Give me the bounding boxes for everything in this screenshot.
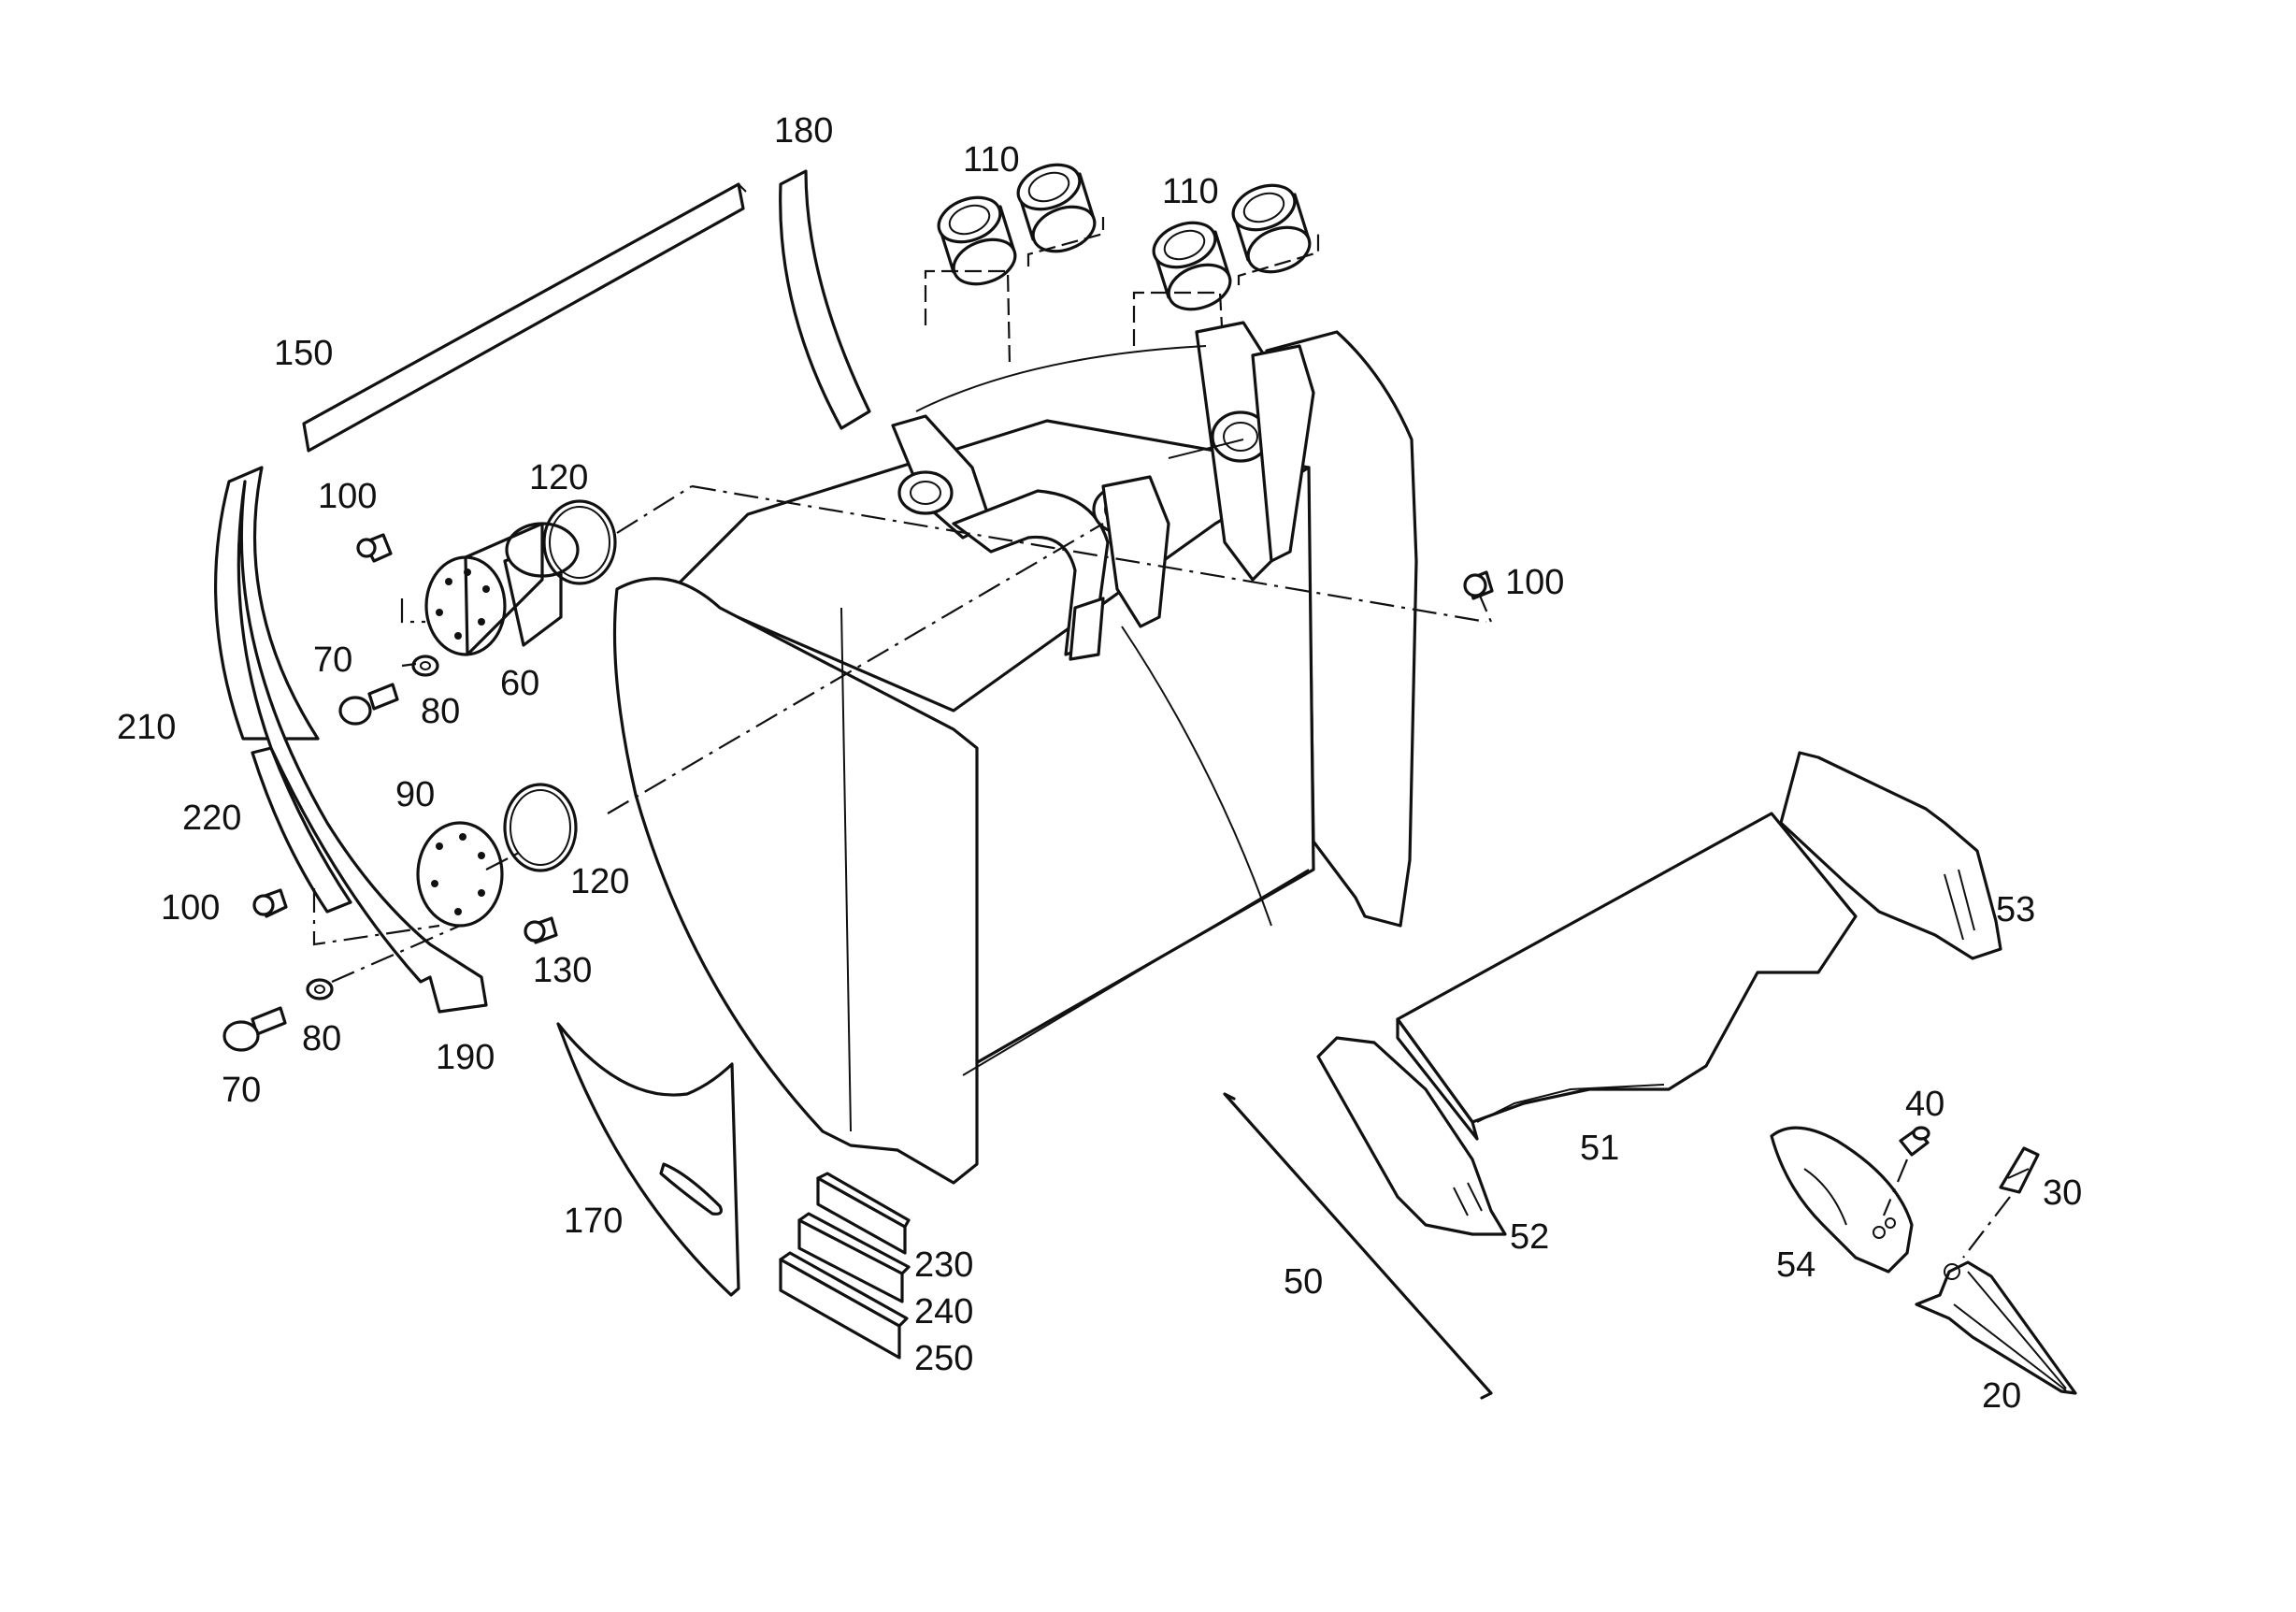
grease-nipple-100-lower xyxy=(252,888,288,918)
o-ring-120-lower xyxy=(503,783,578,872)
retainer-30 xyxy=(1962,1146,2040,1259)
washer-80-lower xyxy=(306,978,334,1000)
side-tooth-53 xyxy=(1779,751,2002,960)
callout-100-upper: 100 xyxy=(318,477,377,516)
bolt-70-upper xyxy=(338,683,399,726)
gusset-plate-170 xyxy=(556,1022,740,1297)
shim-240 xyxy=(797,1212,911,1303)
callout-210: 210 xyxy=(117,708,176,747)
callout-190: 190 xyxy=(436,1038,495,1077)
callout-40: 40 xyxy=(1905,1085,1944,1124)
callout-220: 220 xyxy=(182,799,241,838)
callout-150: 150 xyxy=(274,334,333,373)
cover-plate-90 xyxy=(416,821,504,928)
callout-70-upper: 70 xyxy=(313,640,352,680)
callout-230: 230 xyxy=(914,1245,973,1285)
callout-120-upper: 120 xyxy=(529,458,588,497)
bushings-110-right xyxy=(1132,183,1320,412)
leader-lines xyxy=(312,484,1493,984)
callout-50: 50 xyxy=(1284,1262,1323,1302)
bushings-110-left xyxy=(924,163,1105,366)
pin-40 xyxy=(1882,1126,1930,1216)
callout-80-upper: 80 xyxy=(421,692,460,731)
side-cutter-190 xyxy=(237,480,488,1014)
tooth-tip-20 xyxy=(1915,1260,2077,1395)
grease-nipple-100-right xyxy=(1463,570,1494,600)
callout-20: 20 xyxy=(1982,1376,2021,1416)
callout-170: 170 xyxy=(564,1202,623,1241)
bolt-70-lower xyxy=(222,1006,287,1052)
wear-strip-150 xyxy=(302,182,747,453)
side-strip-180 xyxy=(779,169,871,430)
callout-53: 53 xyxy=(1996,890,2035,929)
callout-250: 250 xyxy=(914,1339,973,1378)
group-bracket-50 xyxy=(1223,1092,1493,1400)
pin-60 xyxy=(424,522,580,656)
callout-120-lower: 120 xyxy=(570,862,629,901)
callout-180: 180 xyxy=(774,111,833,151)
callout-30: 30 xyxy=(2043,1173,2082,1213)
callout-labels: 180 110 110 150 100 120 100 70 60 80 210… xyxy=(117,111,2082,1416)
bucket-body xyxy=(612,321,1418,1185)
shim-230 xyxy=(816,1172,911,1255)
callout-100-lower: 100 xyxy=(161,888,220,928)
grease-nipple-100-upper xyxy=(356,533,393,563)
side-cutter-220 xyxy=(251,746,352,914)
callout-52: 52 xyxy=(1510,1217,1549,1257)
callout-100-right: 100 xyxy=(1505,563,1564,602)
adapter-54 xyxy=(1770,1126,1914,1274)
cutting-edge-51 xyxy=(1396,812,1858,1141)
callout-90: 90 xyxy=(395,775,435,814)
side-tooth-52 xyxy=(1316,1036,1507,1236)
o-ring-120-upper xyxy=(542,499,617,585)
callout-70-lower: 70 xyxy=(222,1071,261,1110)
callout-80-lower: 80 xyxy=(302,1019,341,1058)
callout-110-left: 110 xyxy=(963,140,1020,180)
callout-54: 54 xyxy=(1776,1245,1815,1285)
callout-130: 130 xyxy=(533,951,592,990)
callout-60: 60 xyxy=(500,664,539,703)
callout-110-right: 110 xyxy=(1162,172,1219,211)
shim-250 xyxy=(779,1251,909,1360)
washer-80-upper xyxy=(411,655,439,677)
callout-240: 240 xyxy=(914,1292,973,1331)
callout-51: 51 xyxy=(1580,1129,1619,1168)
grease-nipple-130 xyxy=(524,916,558,944)
